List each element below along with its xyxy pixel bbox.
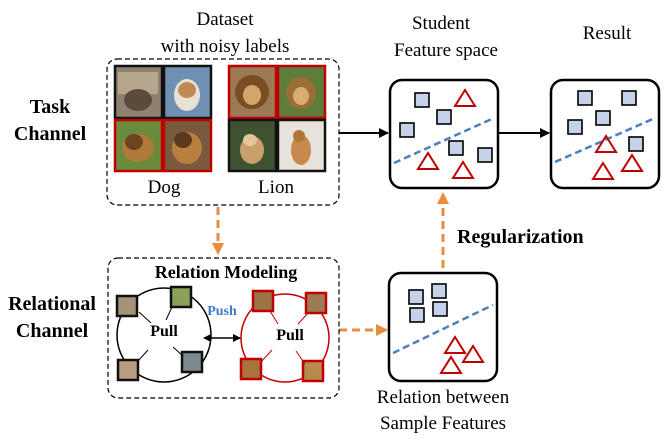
relation-features-box [387,271,499,383]
lion-image-grid [227,64,327,173]
left-pull-cluster [115,285,212,383]
dog-image-grid [113,64,213,173]
relation-caption-line2: Sample Features [379,413,507,434]
right-pull-cluster [239,289,330,383]
result-header: Result [582,23,632,44]
result-box [549,78,661,190]
student-header-line1: Student [411,13,471,34]
relation-modeling-box [107,257,340,399]
relational-channel-label-line2: Channel [15,320,89,342]
push-label: Push [207,304,237,319]
lion-label: Lion [258,177,294,198]
student-header-line2: Feature space [394,40,498,61]
relation-caption-line1: Relation between [376,387,510,408]
dataset-header-line2: with noisy labels [160,36,290,57]
regularization-label: Regularization [457,226,584,248]
dog-label: Dog [147,177,181,198]
task-channel-label-line2: Channel [13,123,87,145]
dataset-header-line1: Dataset [196,9,254,30]
task-channel-label-line1: Task [29,96,71,118]
relational-channel-label-line1: Relational [8,293,96,315]
student-feature-space-box [388,78,500,190]
pull-right-label: Pull [276,327,304,344]
relation-modeling-title: Relation Modeling [154,262,298,282]
pull-left-label: Pull [150,323,178,340]
